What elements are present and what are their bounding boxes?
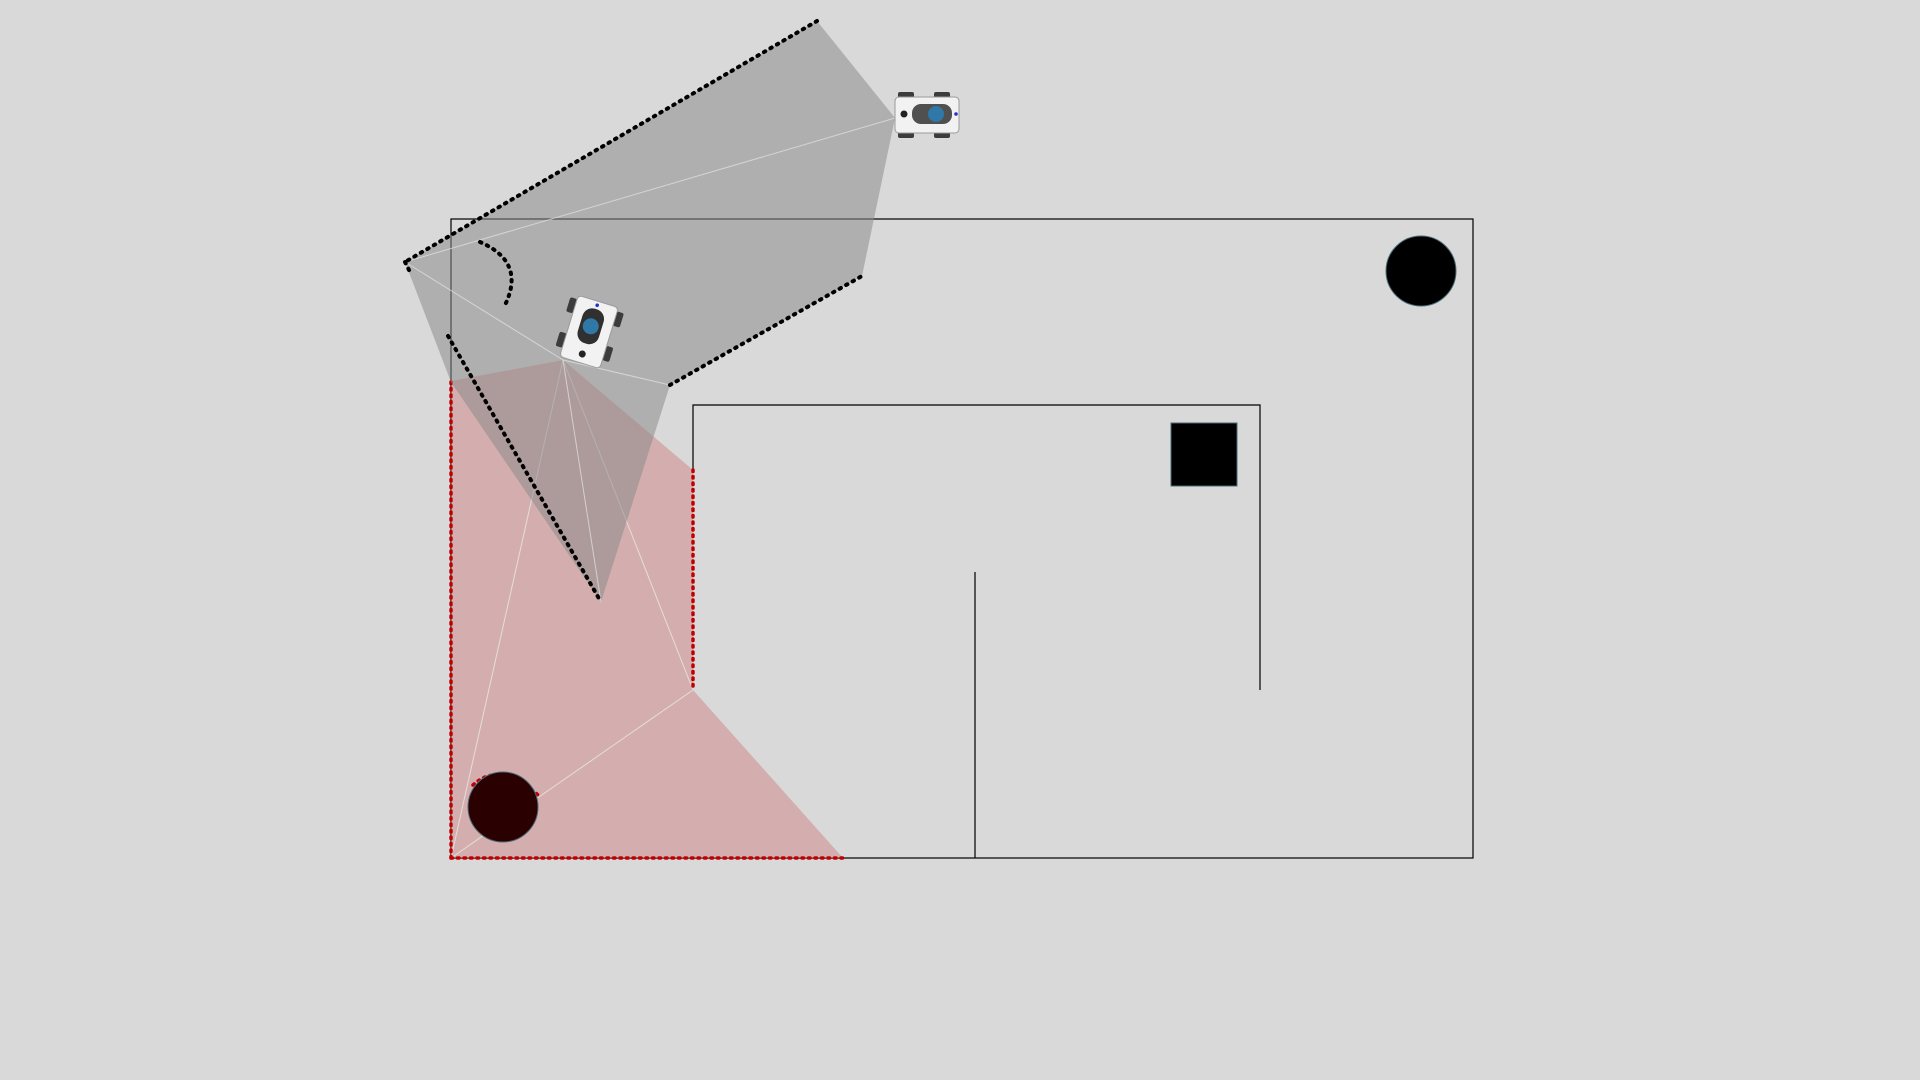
obstacles — [467, 235, 1457, 843]
gray-scan-area — [403, 19, 896, 604]
robot-top-right[interactable] — [894, 92, 960, 138]
obstacle-circle-top-right — [1385, 235, 1457, 307]
obstacle-circle-bottom-left — [467, 771, 539, 843]
obstacle-square — [1170, 422, 1238, 487]
robot-center[interactable] — [553, 293, 625, 371]
gray-scan-dots — [403, 19, 864, 604]
inner-wall — [692, 404, 1261, 690]
gray-scan-polygon — [405, 21, 895, 602]
